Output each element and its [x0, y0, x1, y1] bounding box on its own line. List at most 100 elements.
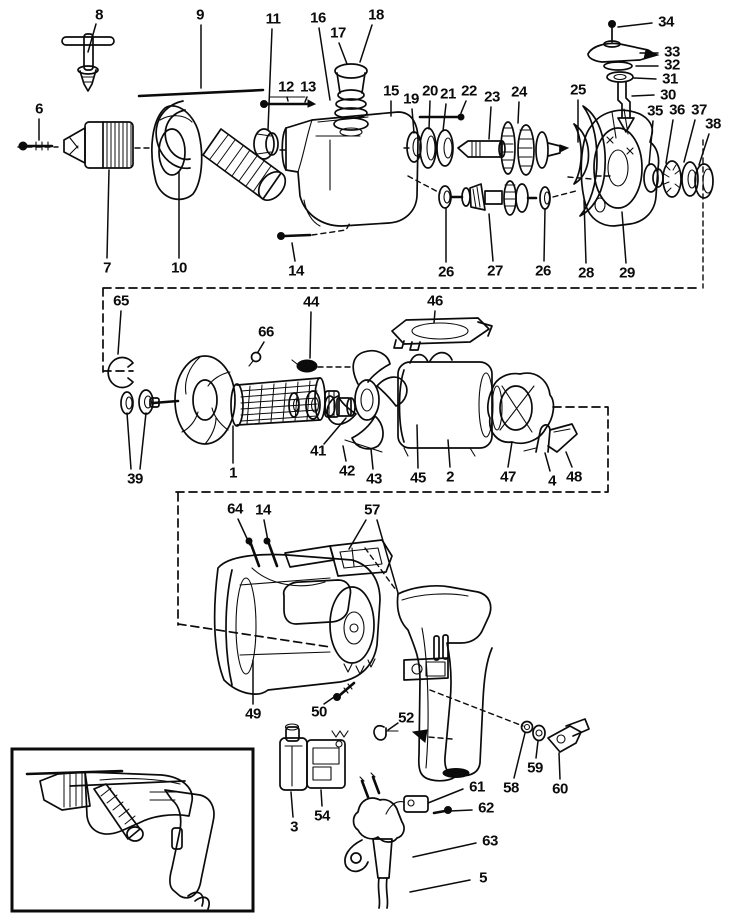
leader-line-39 [140, 413, 146, 469]
leader-line-38 [699, 134, 709, 165]
bearing-25-retainer-28-drawing [574, 106, 605, 216]
leader-line-13 [305, 97, 307, 102]
leader-line-65 [118, 311, 121, 354]
leader-line-37 [684, 120, 695, 162]
part-callout-8: 8 [95, 6, 103, 24]
bellows-17-18-drawing [334, 64, 368, 136]
part-callout-32: 32 [664, 56, 680, 74]
countershaft-axis-line [408, 176, 576, 197]
leader-line-12 [287, 97, 288, 101]
leader-line-27 [489, 214, 493, 261]
leader-line-57 [349, 520, 366, 549]
lower-row-art [178, 493, 589, 908]
front-housing-10-drawing [152, 106, 202, 199]
part-callout-6: 6 [35, 100, 43, 118]
part-callout-27: 27 [487, 262, 503, 280]
part-callout-1: 1 [229, 464, 237, 482]
inset-assembled-drill [12, 749, 253, 911]
brush-44-drawing [292, 360, 350, 372]
leader-line-16 [319, 28, 330, 100]
part-callout-33: 33 [664, 43, 680, 61]
part-callout-42: 42 [339, 462, 355, 480]
switch-54-drawing [307, 731, 348, 788]
gear-housing-29-drawing [581, 109, 658, 226]
part-callout-44: 44 [303, 293, 319, 311]
leader-line-26 [544, 209, 545, 261]
leader-line-52 [388, 723, 398, 730]
part-callout-61: 61 [469, 778, 485, 796]
part-callout-54: 54 [314, 807, 330, 825]
part-callout-13: 13 [300, 78, 316, 96]
bracket-4-clamp-48-drawing [524, 424, 577, 452]
part-callout-15: 15 [383, 82, 399, 100]
leader-line-42 [343, 446, 346, 461]
leader-line-29 [622, 212, 626, 263]
part-callout-3: 3 [290, 818, 298, 836]
detent-52-drawing [374, 726, 452, 742]
screw-6-drawing [19, 142, 52, 150]
leader-line-45 [417, 425, 418, 468]
part-callout-34: 34 [658, 13, 674, 31]
washers-41-drawing [289, 391, 355, 419]
leader-line-35 [649, 121, 653, 165]
leader-line-57 [377, 520, 398, 593]
handle-housing-drawing [397, 586, 492, 781]
part-callout-4: 4 [548, 472, 556, 490]
part-callout-18: 18 [368, 6, 384, 24]
part-callout-24: 24 [511, 83, 527, 101]
part-callout-64: 64 [227, 500, 243, 518]
part-callout-58: 58 [503, 779, 519, 797]
nut-11-drawing [254, 129, 278, 159]
part-callout-26: 26 [438, 263, 454, 281]
part-callout-36: 36 [669, 101, 685, 119]
washers-58-59-drawing [522, 722, 546, 741]
leader-line-19 [412, 109, 414, 133]
part-callout-14: 14 [288, 262, 304, 280]
part-callout-39: 39 [127, 470, 143, 488]
part-callout-37: 37 [691, 101, 707, 119]
part-callout-66: 66 [258, 323, 274, 341]
leader-line-59 [536, 741, 538, 758]
leader-line-47 [508, 442, 512, 467]
part-callout-59: 59 [527, 759, 543, 777]
leader-line-20 [429, 101, 430, 129]
end-bell-47-drawing [488, 373, 554, 443]
leader-line-2 [448, 440, 450, 467]
part-callout-45: 45 [410, 469, 426, 487]
part-callout-22: 22 [461, 82, 477, 100]
screw-14-top-drawing [278, 233, 311, 240]
leader-line-61 [428, 789, 463, 803]
part-callout-16: 16 [310, 9, 326, 27]
leader-line-62 [450, 810, 472, 811]
part-callout-63: 63 [482, 832, 498, 850]
leader-line-50 [324, 695, 337, 704]
leader-line-36 [666, 120, 673, 163]
part-callout-65: 65 [113, 292, 129, 310]
screw-62-drawing [434, 807, 452, 814]
part-callout-20: 20 [422, 82, 438, 100]
part-callout-57: 57 [364, 501, 380, 519]
part-callout-21: 21 [440, 85, 456, 103]
chuck-key-8-drawing [62, 34, 114, 91]
part-callout-43: 43 [366, 470, 382, 488]
leader-line-41 [324, 418, 346, 444]
part-callout-50: 50 [311, 703, 327, 721]
leader-line-4 [545, 453, 550, 471]
part-callout-28: 28 [578, 264, 594, 282]
deflector-plate-46-drawing [392, 318, 492, 350]
leader-line-24 [518, 102, 519, 123]
part-callout-26: 26 [535, 262, 551, 280]
leader-line-23 [489, 107, 491, 139]
rod-9-drawing [139, 90, 263, 96]
leader-line-30 [632, 95, 654, 96]
part-callout-46: 46 [427, 292, 443, 310]
leader-line-63 [413, 843, 476, 857]
inset-depth-rod [70, 781, 185, 786]
leader-line-3 [291, 792, 293, 817]
part-callout-38: 38 [705, 115, 721, 133]
part-callout-14: 14 [255, 501, 271, 519]
part-callout-7: 7 [103, 259, 111, 277]
part-callout-60: 60 [552, 780, 568, 798]
part-callout-47: 47 [500, 468, 516, 486]
leader-line-21 [443, 104, 446, 131]
